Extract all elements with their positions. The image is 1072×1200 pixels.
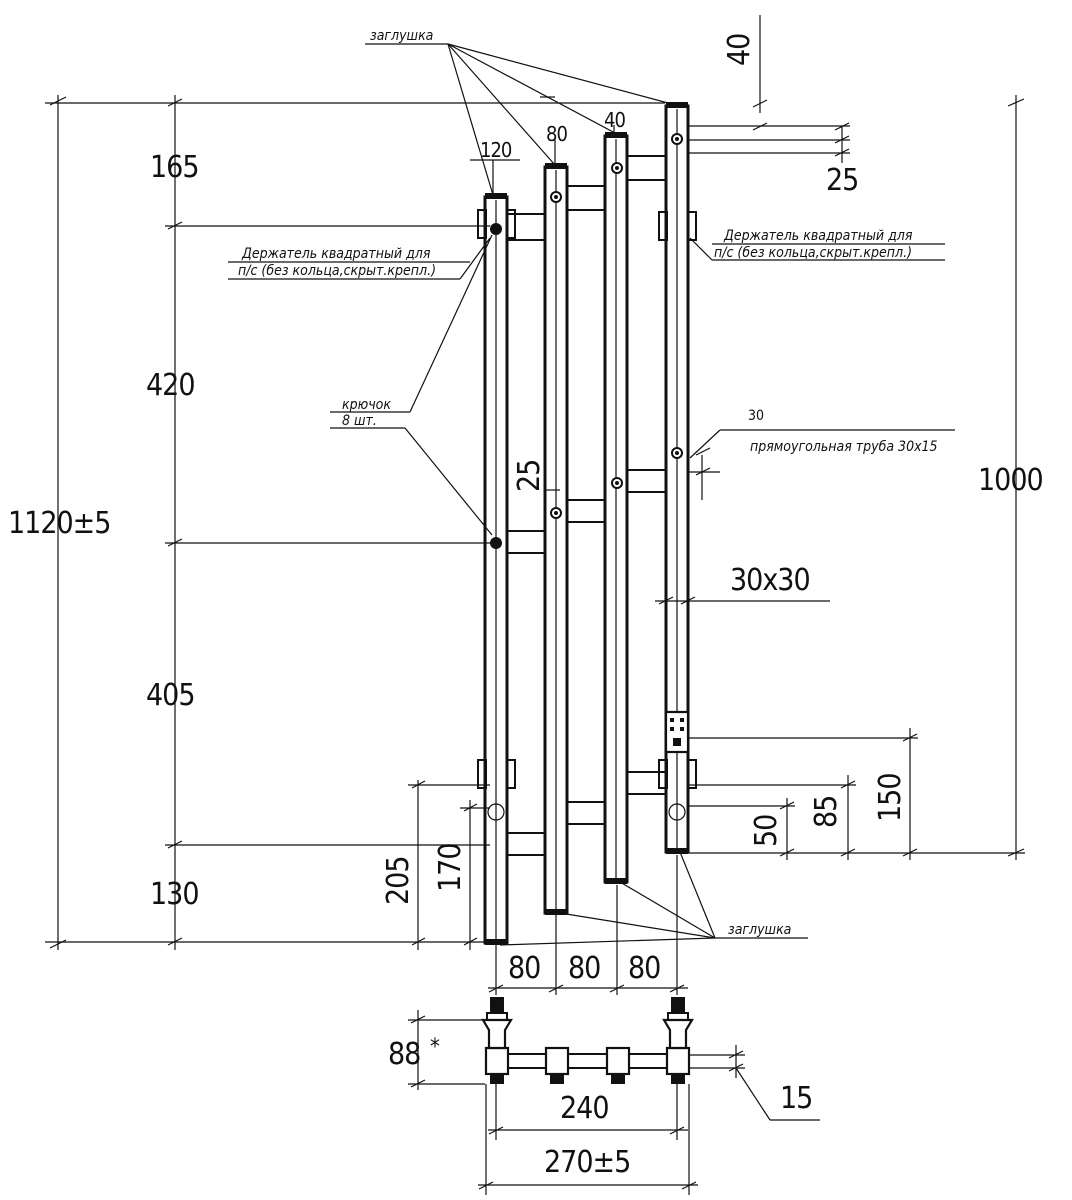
label-pipe-rect: прямоугольная труба 30х15 — [750, 439, 938, 455]
dim-50: 50 — [749, 815, 784, 847]
hooks — [487, 133, 686, 821]
bottom-spacing-dims — [488, 855, 688, 995]
dim-25-top: 25 — [826, 163, 858, 198]
dim-420: 420 — [146, 368, 195, 403]
dim-165: 165 — [150, 150, 199, 185]
label-plug-top: заглушка — [370, 28, 433, 44]
dim-170: 170 — [433, 843, 468, 892]
dim-40-small: 40 — [604, 108, 625, 132]
dim-80-c: 80 — [628, 951, 660, 986]
label-pipe-rect-num: 30 — [748, 408, 764, 424]
left-dimension-lines — [45, 95, 665, 950]
top-dimension-lines — [470, 96, 615, 195]
dim-25-mid: 25 — [512, 460, 547, 492]
dim-120: 120 — [480, 138, 512, 162]
dim-130: 130 — [150, 877, 199, 912]
dim-150: 150 — [873, 773, 908, 822]
connector-bars — [506, 155, 667, 856]
dim-240: 240 — [560, 1091, 609, 1126]
dim-80-b: 80 — [568, 951, 600, 986]
label-holder-left-2: п/с (без кольца,скрыт.крепл.) — [238, 263, 436, 279]
plan-view — [408, 997, 820, 1195]
dim-80-top: 80 — [546, 122, 567, 146]
tube-1 — [483, 193, 509, 945]
label-hook-1: крючок — [342, 397, 391, 413]
label-plug-bottom: заглушка — [728, 922, 791, 938]
pipe-callout-lines — [545, 429, 955, 605]
dim-15: 15 — [780, 1081, 812, 1116]
label-holder-right-1: Держатель квадратный для — [723, 228, 913, 244]
label-pipe-square: 30х30 — [730, 563, 810, 598]
plug-leaders — [365, 43, 808, 946]
holder-leaders — [228, 234, 945, 536]
right-dimension-lines — [688, 15, 1025, 860]
tube-2 — [543, 163, 569, 915]
dim-405: 405 — [146, 678, 195, 713]
dim-80-a: 80 — [508, 951, 540, 986]
dim-205: 205 — [381, 856, 416, 905]
dim-total-height: 1120±5 — [8, 506, 110, 541]
tube-3 — [603, 132, 629, 884]
label-holder-left-1: Держатель квадратный для — [241, 246, 431, 262]
control-block — [664, 710, 690, 754]
dim-88: 88 — [388, 1037, 420, 1072]
holders — [477, 209, 697, 789]
dim-40-top: 40 — [722, 34, 757, 66]
label-holder-right-2: п/с (без кольца,скрыт.крепл.) — [714, 245, 912, 261]
dim-270: 270±5 — [544, 1145, 630, 1180]
label-hook-2: 8 шт. — [342, 413, 377, 429]
dim-1000: 1000 — [978, 463, 1043, 498]
dim-88-star: * — [430, 1035, 440, 1060]
dim-85: 85 — [809, 796, 844, 828]
